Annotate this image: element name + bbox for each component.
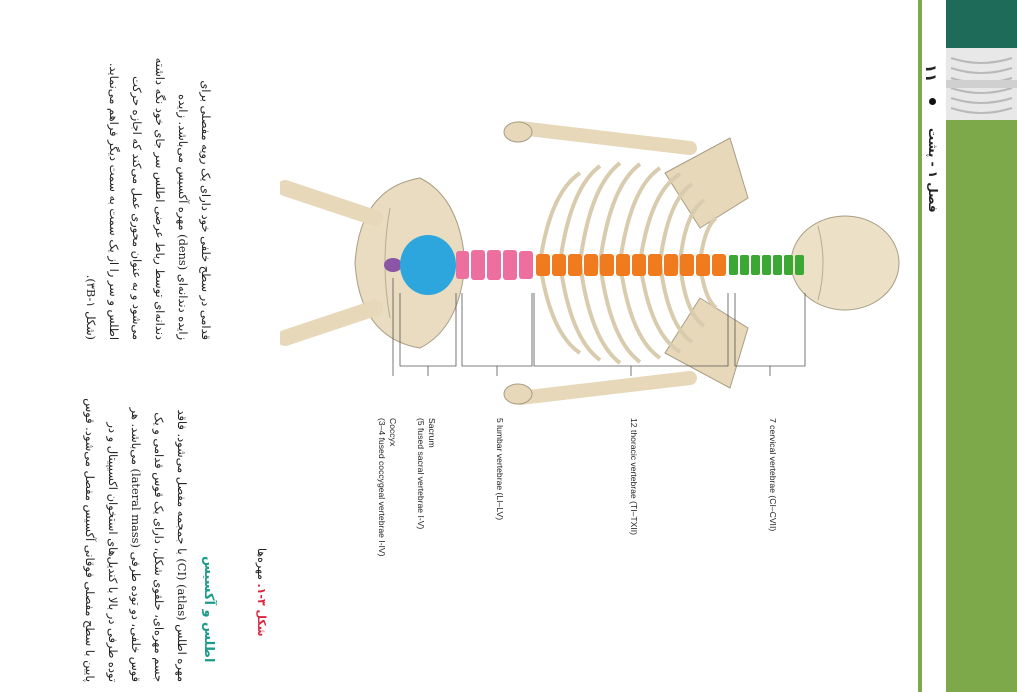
margin-rule bbox=[918, 0, 922, 692]
label-sacrum-line2: (5 fused sacral vertebrae I-V) bbox=[416, 418, 426, 530]
page-number: ۱۱ bbox=[922, 64, 940, 83]
lumbar-vertebrae bbox=[456, 250, 533, 280]
thoracic-vertebrae bbox=[536, 254, 726, 276]
label-thoracic: 12 thoracic vertebrae (TI–TXII) bbox=[629, 418, 639, 536]
chapter-band bbox=[946, 120, 1017, 692]
label-sacrum-line1: Sacrum bbox=[427, 418, 437, 448]
humerus-right bbox=[513, 371, 697, 405]
label-coccyx: Coccyx (3–4 fused coccygeal vertebrae I-… bbox=[376, 418, 398, 557]
humerus-left bbox=[513, 121, 697, 155]
top-paragraph: قدامی در سطح خلفی خود دارای یک رویه مفصل… bbox=[79, 50, 217, 340]
chapter-tab bbox=[946, 0, 1017, 48]
header-bullet bbox=[929, 98, 936, 105]
femur-left bbox=[280, 180, 383, 226]
label-coccyx-line1: Coccyx bbox=[388, 418, 398, 447]
figure-caption: شکل ۳-۱. مهره‌ها bbox=[255, 548, 268, 637]
label-coccyx-line2: (3–4 fused coccygeal vertebrae I-IV) bbox=[377, 418, 387, 557]
sacrum bbox=[400, 235, 456, 295]
figure-caption-label: شکل ۳-۱. bbox=[255, 583, 268, 637]
paragraph-line: مهره اطلس (atlas) (CI) با جمجمه مفصل می‌… bbox=[175, 409, 189, 682]
paragraph-line: اطلس و سر را از یک سمت به سمت دیگر فراهم… bbox=[107, 62, 121, 340]
section-paragraph: مهره اطلس (atlas) (CI) با جمجمه مفصل می‌… bbox=[78, 352, 193, 682]
running-title: فصل ۱ - پشت bbox=[926, 128, 940, 213]
paragraph-line: می‌شود و به عنوان محوری عمل می‌کند که اج… bbox=[130, 76, 144, 340]
paragraph-line: پایین با سطح مفصلی فوقانی آکسیس مفصل می‌… bbox=[83, 398, 97, 682]
femur-right bbox=[280, 300, 383, 346]
paragraph-line: قدامی در سطح خلفی خود دارای یک رویه مفصل… bbox=[199, 80, 213, 340]
label-lumbar: 5 lumbar vertebrae (LI–LV) bbox=[495, 418, 505, 521]
section-heading: اطلس و آکسیس bbox=[201, 556, 216, 663]
coccyx bbox=[384, 258, 402, 272]
paragraph-line: توده طرفی در بالا با کندیل‌های استخوان ا… bbox=[106, 422, 120, 682]
scapula-left bbox=[664, 137, 749, 229]
scapula-right bbox=[664, 297, 749, 389]
paragraph-line: قوس خلفی، دو توده طرفی (lateral mass) می… bbox=[129, 407, 143, 682]
cervical-vertebrae bbox=[729, 255, 804, 275]
paragraph-line: زایده دندانه‌ای (dens) مهره آکسیس می‌باش… bbox=[176, 94, 190, 340]
paragraph-line: (شکل ۳B-۱). bbox=[84, 274, 98, 340]
vertebral-column-illustration bbox=[280, 121, 900, 405]
chapter-thumbnail bbox=[946, 48, 1017, 120]
label-cervical: 7 cervical vertebrae (CI–CVII) bbox=[768, 418, 778, 532]
paragraph-line: جسم مهره‌ای، حلقوی شکل، دارای یک قوس قدا… bbox=[152, 412, 166, 682]
paragraph-line: دندانه‌ای توسط رباط عرضی اطلس سر جای خود… bbox=[153, 57, 167, 340]
label-sacrum: Sacrum (5 fused sacral vertebrae I-V) bbox=[415, 418, 437, 529]
figure-caption-text: مهره‌ها bbox=[255, 548, 268, 580]
skull bbox=[790, 215, 900, 311]
